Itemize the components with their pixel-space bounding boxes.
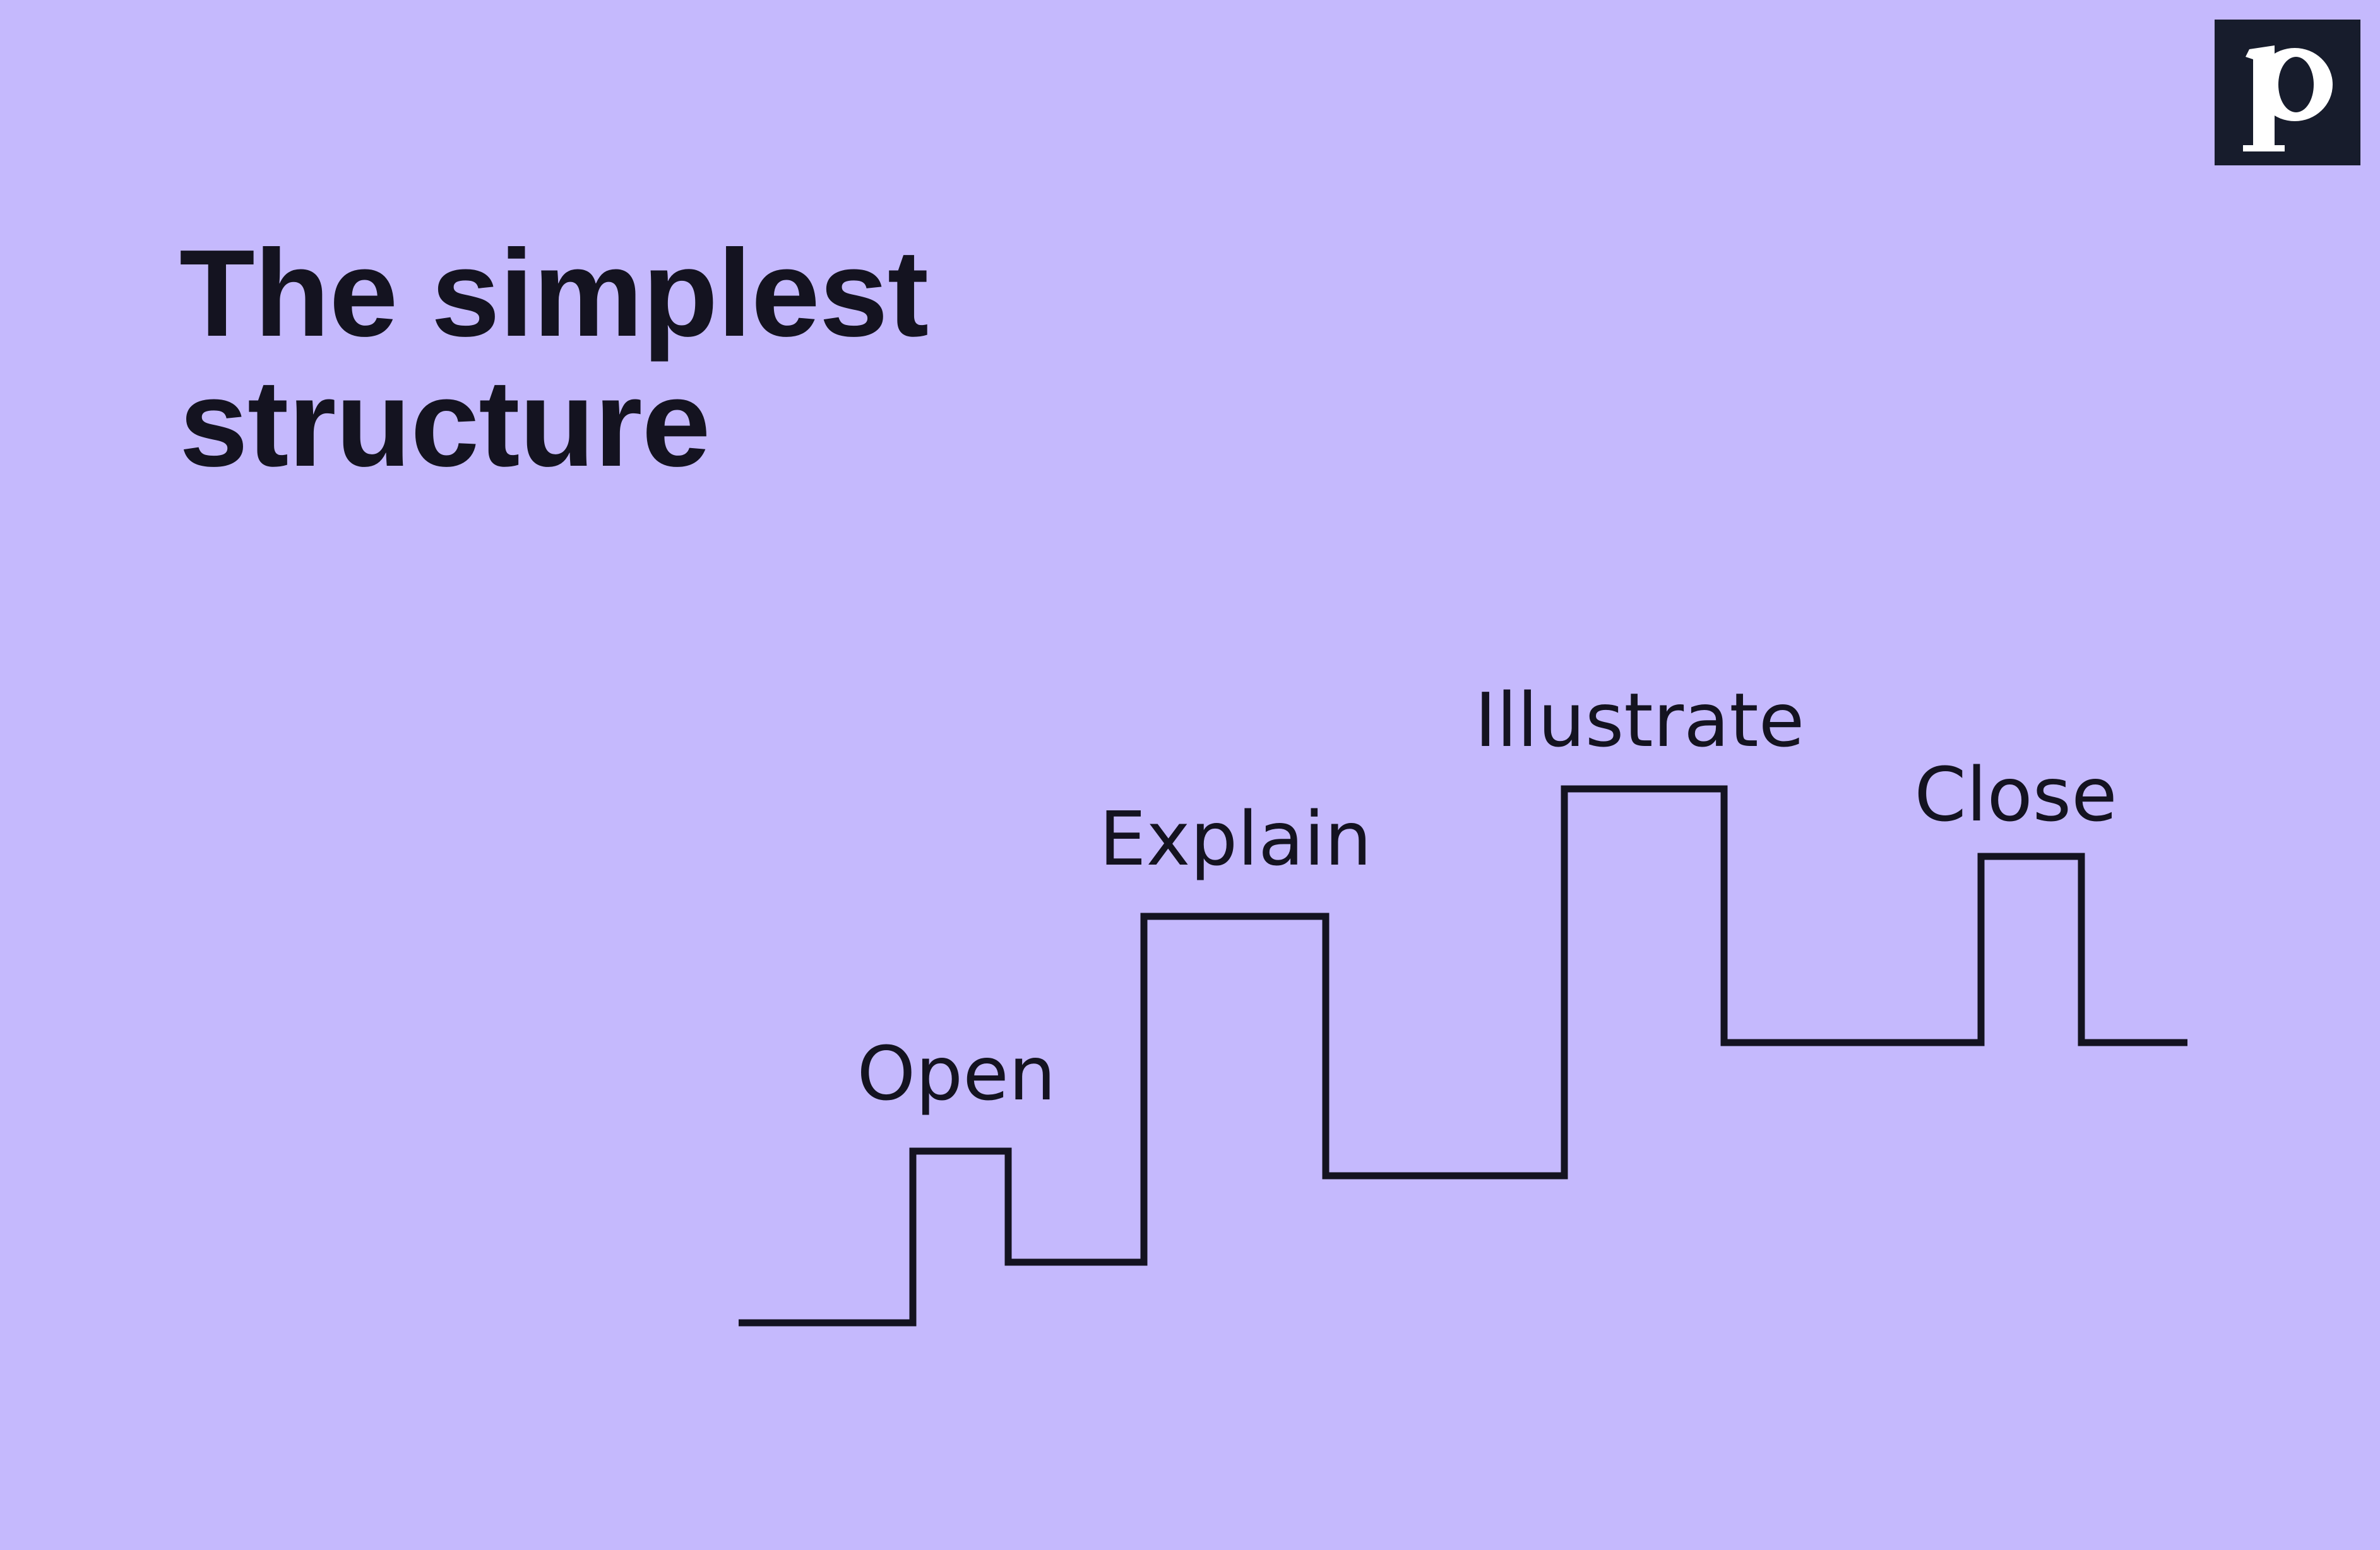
p-logo-counter bbox=[2278, 56, 2314, 112]
p-logo-glyph bbox=[2242, 45, 2333, 151]
stepped-structure-line bbox=[739, 785, 2187, 1327]
stage-label-illustrate: Illustrate bbox=[1475, 677, 1805, 764]
page-title: The simplest structure bbox=[179, 224, 929, 492]
title-line-2: structure bbox=[179, 354, 711, 492]
title-line-1: The simplest bbox=[179, 224, 929, 362]
p-logo-icon bbox=[2215, 20, 2360, 165]
stage-label-close: Close bbox=[1914, 751, 2117, 838]
stage-label-explain: Explain bbox=[1099, 795, 1372, 882]
stage-label-open: Open bbox=[857, 1030, 1056, 1117]
